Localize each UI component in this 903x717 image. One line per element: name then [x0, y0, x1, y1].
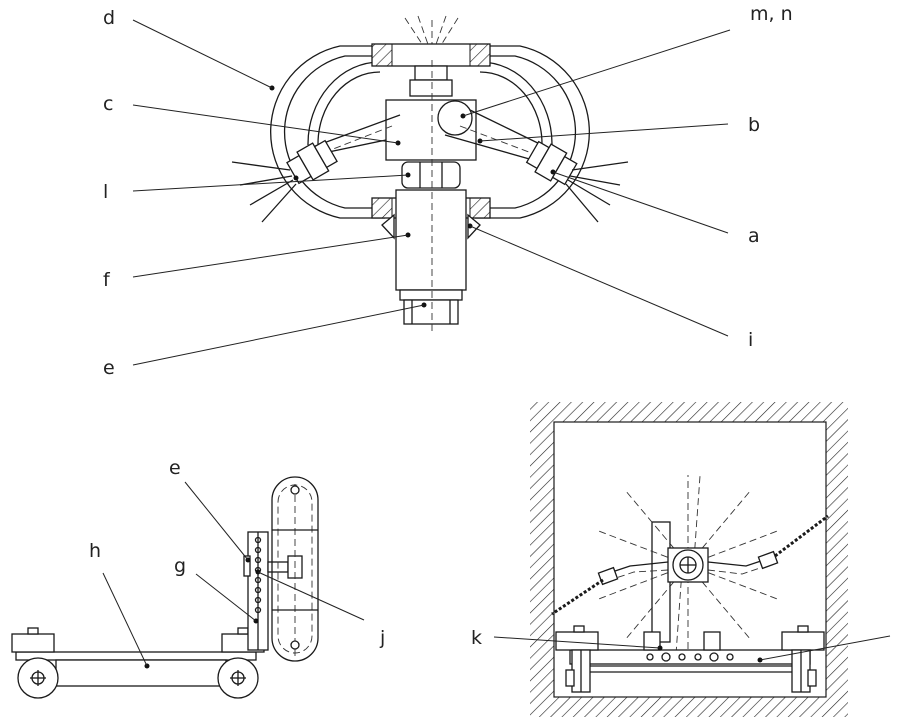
connector-fitting [399, 289, 463, 325]
trolley-beam [15, 651, 257, 661]
label-f: f [103, 269, 111, 291]
label-j: j [379, 627, 385, 649]
beam-holes [646, 652, 734, 662]
label-c: c [103, 93, 113, 115]
nozzle-assembly-view: d c l f e m, n b a i [103, 3, 793, 379]
side-loop-pipe [271, 476, 319, 662]
tank-wheel-right [791, 649, 817, 693]
label-e-side: e [169, 457, 181, 479]
tank-post [651, 521, 671, 643]
label-a: a [748, 225, 760, 247]
hex-nut [401, 161, 461, 189]
front-view-tank: k [471, 402, 891, 717]
label-l: l [103, 181, 108, 203]
trolley-wheel-left [17, 657, 59, 699]
tank-wheel-left [565, 649, 591, 693]
body-housing [395, 189, 467, 291]
swivel-joint [437, 100, 473, 136]
tank-side-pipes [551, 514, 829, 616]
label-h: h [89, 540, 101, 562]
label-k: k [471, 627, 482, 649]
top-flange [371, 43, 491, 97]
label-i: i [748, 329, 753, 351]
label-b: b [748, 114, 760, 136]
rotor-hub [667, 547, 709, 583]
label-mn: m, n [750, 3, 793, 25]
trolley-wheel-right [217, 657, 259, 699]
left-nozzle [231, 139, 338, 223]
right-nozzle [525, 140, 629, 223]
label-e-top: e [103, 357, 115, 379]
label-d: d [103, 7, 115, 29]
side-view-trolley: h g e j [11, 457, 385, 699]
label-g: g [174, 555, 186, 577]
loop-pipes [270, 45, 590, 219]
